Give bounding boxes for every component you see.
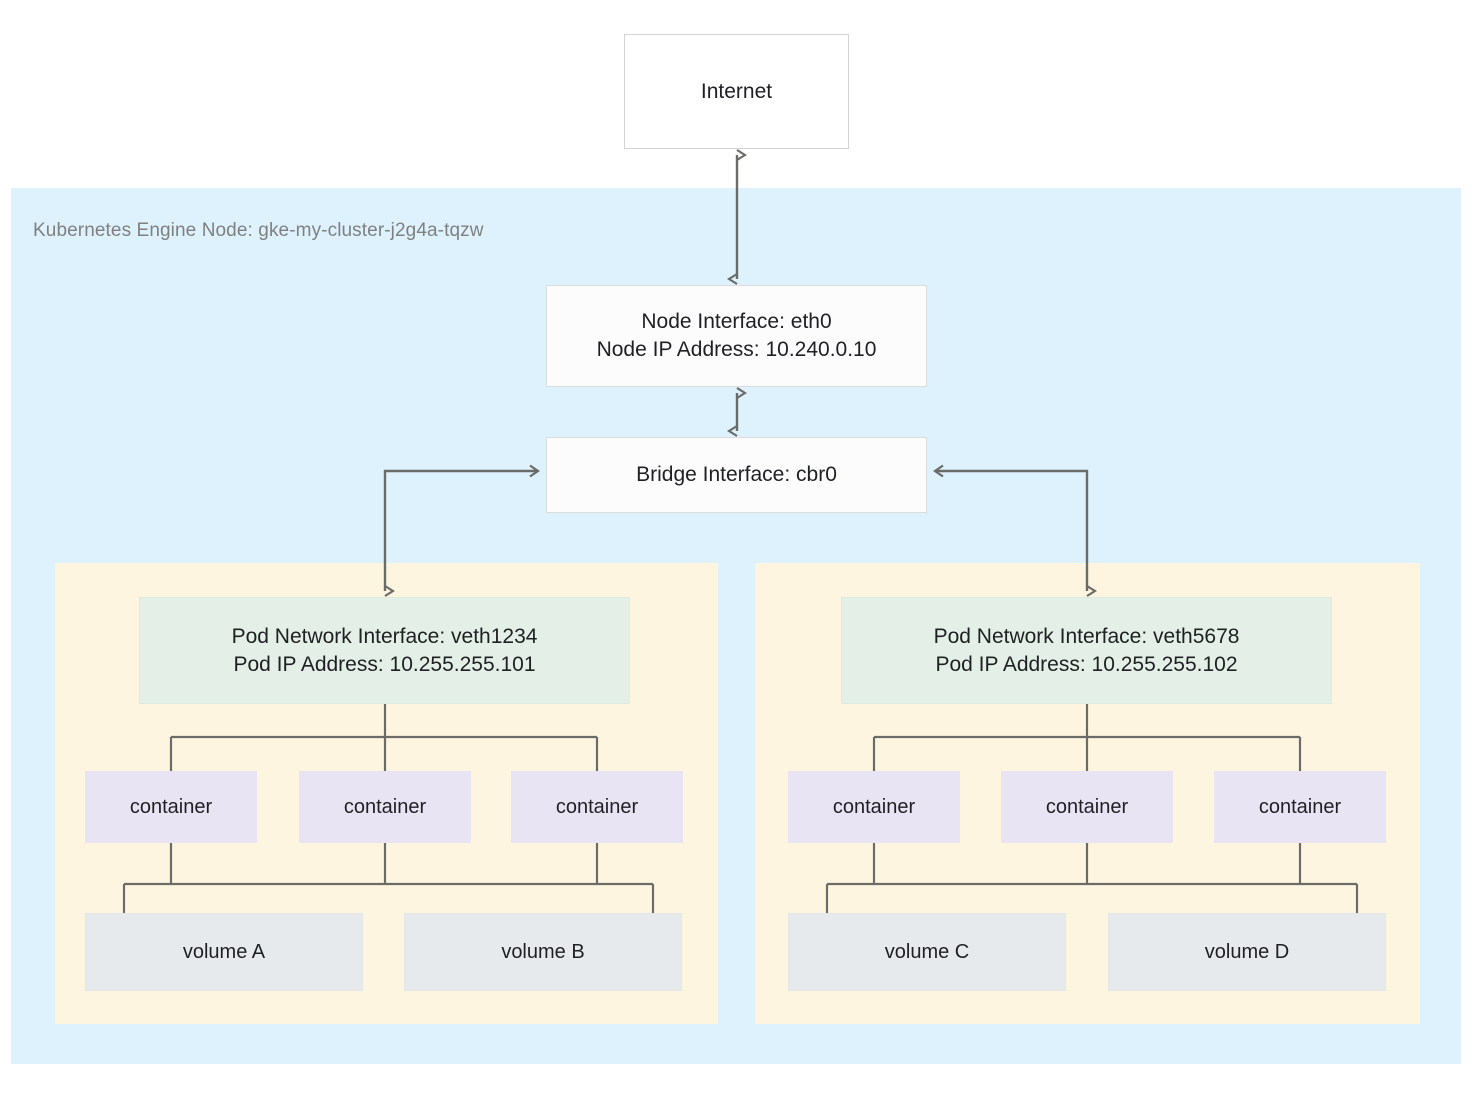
bridge-interface-label: Bridge Interface: cbr0 bbox=[636, 463, 837, 487]
container-box: container bbox=[1001, 771, 1173, 843]
internet-label: Internet bbox=[700, 79, 773, 103]
internet-box: Internet bbox=[624, 34, 849, 149]
volume-label: volume B bbox=[501, 940, 585, 963]
container-label: container bbox=[1045, 795, 1129, 818]
node-interface-name: Node Interface: eth0 bbox=[641, 310, 832, 334]
container-label: container bbox=[555, 795, 639, 818]
pod-interface-name-right: Pod Network Interface: veth5678 bbox=[933, 624, 1240, 648]
volume-label: volume C bbox=[884, 940, 970, 963]
container-label: container bbox=[129, 795, 213, 818]
pod-interface-box-left: Pod Network Interface: veth1234 Pod IP A… bbox=[139, 597, 630, 704]
pod-interface-box-right: Pod Network Interface: veth5678 Pod IP A… bbox=[841, 597, 1332, 704]
node-region-label: Kubernetes Engine Node: gke-my-cluster-j… bbox=[33, 220, 484, 241]
node-interface-box: Node Interface: eth0 Node IP Address: 10… bbox=[546, 285, 927, 387]
volume-box: volume C bbox=[788, 913, 1066, 991]
volume-label: volume D bbox=[1204, 940, 1290, 963]
container-box: container bbox=[85, 771, 257, 843]
container-label: container bbox=[343, 795, 427, 818]
container-box: container bbox=[299, 771, 471, 843]
bridge-interface-box: Bridge Interface: cbr0 bbox=[546, 437, 927, 513]
node-ip-address: Node IP Address: 10.240.0.10 bbox=[596, 338, 877, 361]
volume-box: volume B bbox=[404, 913, 682, 991]
container-label: container bbox=[1258, 795, 1342, 818]
volume-box: volume D bbox=[1108, 913, 1386, 991]
pod-ip-address-right: Pod IP Address: 10.255.255.102 bbox=[935, 652, 1238, 676]
volume-label: volume A bbox=[182, 940, 266, 963]
container-box: container bbox=[788, 771, 960, 843]
container-label: container bbox=[832, 795, 916, 818]
volume-box: volume A bbox=[85, 913, 363, 991]
container-box: container bbox=[511, 771, 683, 843]
pod-interface-name-left: Pod Network Interface: veth1234 bbox=[231, 624, 538, 648]
pod-ip-address-left: Pod IP Address: 10.255.255.101 bbox=[233, 652, 536, 676]
container-box: container bbox=[1214, 771, 1386, 843]
